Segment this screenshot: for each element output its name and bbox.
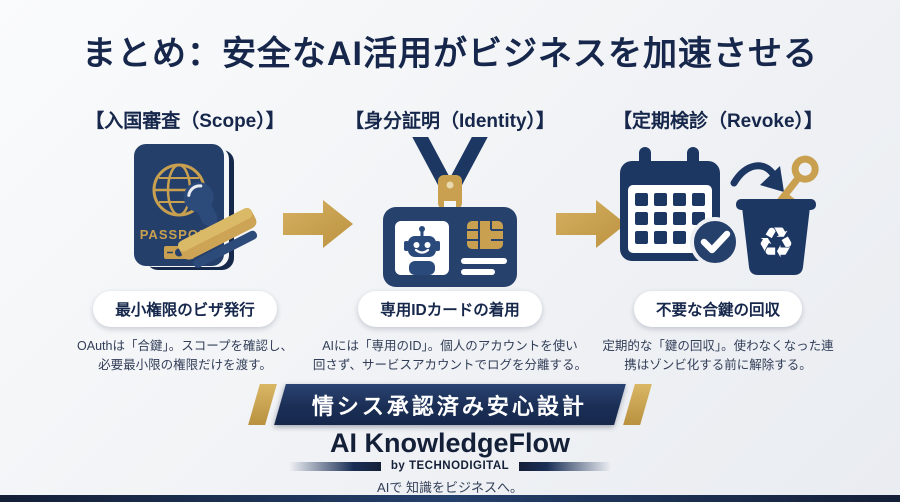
desc-line: 定期的な「鍵の回収」。使わなくなった連 (602, 339, 834, 353)
byline-text: by TECHNODIGITAL (390, 460, 510, 472)
column-identity: 【身分証明（Identity）】 (310, 106, 590, 376)
column-revoke: 【定期検診（Revoke）】 (578, 106, 858, 376)
column-scope: 【入国審査（Scope）】 PASSPORT (45, 106, 325, 376)
banner-gold-stripe (248, 384, 277, 425)
column-scope-header: 【入国審査（Scope）】 (85, 111, 285, 132)
banner-gold-stripe (623, 384, 652, 425)
approval-banner: 情シス承認済み安心設計 (248, 384, 652, 425)
desc-line: 回さず、サービスアカウントでログを分離する。 (312, 358, 588, 373)
flow-arrow-icon (283, 200, 353, 248)
column-revoke-icon-box: ♻ (578, 138, 858, 288)
column-revoke-description: 定期的な「鍵の回収」。使わなくなった連 携はゾンビ化する前に解除する。 (578, 337, 858, 376)
desc-line: AIには「専用のID」。個人のアカウントを使い (322, 339, 578, 353)
column-scope-icon-box: PASSPORT (45, 138, 325, 288)
banner-bar: 情シス承認済み安心設計 (274, 384, 626, 425)
column-scope-pill: 最小権限のビザ発行 (93, 291, 277, 327)
passport-stamp-icon: PASSPORT (134, 144, 258, 270)
byline-bar-left (288, 461, 381, 471)
column-identity-icon-box (310, 137, 590, 288)
id-card-robot-icon (383, 137, 517, 287)
column-identity-header: 【身分証明（Identity）】 (344, 111, 556, 132)
column-revoke-pill: 不要な合鍵の回収 (633, 291, 802, 327)
column-identity-pill: 専用IDカードの着用 (358, 291, 542, 327)
calendar-key-recycle-icon: ♻ (620, 147, 819, 275)
brand-logo: AI KnowledgeFlow (330, 428, 570, 458)
byline-row: by TECHNODIGITAL (0, 460, 900, 472)
flow-arrow-icon (556, 200, 626, 248)
logo-block: AI KnowledgeFlow by TECHNODIGITAL AIで 知識… (0, 428, 900, 496)
footer-tagline: AIで 知識をビジネスへ。 (377, 480, 523, 495)
page-title: まとめ：安全なAI活用がビジネスを加速させる (82, 35, 818, 73)
desc-line: 携はゾンビ化する前に解除する。 (624, 358, 812, 373)
recycle-symbol: ♻ (757, 219, 795, 266)
desc-line: OAuthは「合鍵」。スコープを確認し、 (77, 339, 293, 353)
column-scope-description: OAuthは「合鍵」。スコープを確認し、 必要最小限の権限だけを渡す。 (45, 337, 325, 376)
column-identity-description: AIには「専用のID」。個人のアカウントを使い 回さず、サービスアカウントでログ… (310, 337, 590, 376)
column-revoke-header: 【定期検診（Revoke）】 (612, 111, 824, 132)
bottom-accent-bar (0, 495, 900, 502)
banner-label: 情シス承認済み安心設計 (312, 393, 588, 419)
byline-bar-right (519, 461, 612, 471)
desc-line: 必要最小限の権限だけを渡す。 (98, 358, 272, 373)
